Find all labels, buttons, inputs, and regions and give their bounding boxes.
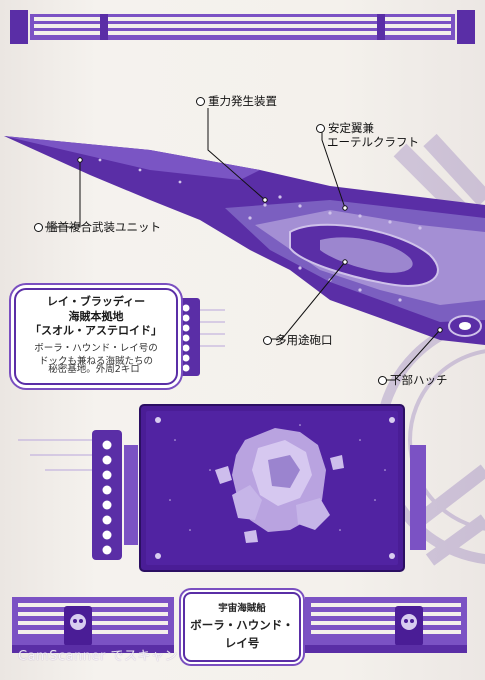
name-plate-line-3: レイ号 [224,636,260,650]
callout-stabilizer: 安定翼兼 [316,121,374,135]
callout-marker-icon [263,336,272,345]
callout-text: 重力発生装置 [208,94,277,108]
callout-marker-icon [34,223,43,232]
callout-marker-icon [378,376,387,385]
callout-text: 艦首複合武装ユニット [46,220,161,234]
name-plate-line-2: ボーラ・ハウンド・ [190,618,294,632]
info-line-3: 「スオル・アステロイド」 [30,324,162,337]
callout-dots [77,157,443,333]
callout-stabilizer-line2: エーテルクラフト [327,135,419,149]
callout-text: 安定翼兼 [328,121,374,135]
callout-bow-weapon-unit: 艦首複合武装ユニット [34,220,161,234]
info-box-connector [172,298,225,376]
asteroid-panel-connector [18,430,138,560]
asteroid [215,428,344,543]
info-line-4: ボーラ・ハウンド・レイ号の [34,343,158,354]
callout-gravity-generator: 重力発生装置 [196,94,277,108]
ship-illustration [4,136,485,345]
asteroid-panel [139,404,426,572]
callout-lower-hatch: 下部ハッチ [378,373,448,387]
skull-emblem [70,614,417,630]
top-frame [10,10,475,44]
info-line-1: レイ・ブラッディー [46,295,146,308]
name-plate-line-1: 宇宙海賊船 [218,603,266,614]
callout-multi-purpose-port: 多用途砲口 [263,333,333,347]
bottom-frame [12,597,467,653]
callout-marker-icon [196,97,205,106]
scanner-watermark: CamScanner でスキャン [18,649,179,664]
info-line-2: 海賊本拠地 [68,310,124,323]
info-line-5-text: ドックも兼ねる海賊たちの [38,356,153,367]
info-line-6: 秘密基地。外周2キロ [48,364,140,375]
callout-marker-icon [316,124,325,133]
name-plate: 宇宙海賊船 ボーラ・ハウンド・ レイ号 [183,592,301,662]
callout-text: 多用途砲口 [275,333,333,347]
info-line-5: ドックも兼ねる海賊たちの [16,356,176,368]
info-box: レイ・ブラッディー 海賊本拠地 「スオル・アステロイド」 ボーラ・ハウンド・レイ… [14,288,178,385]
callout-text: 下部ハッチ [390,373,448,387]
